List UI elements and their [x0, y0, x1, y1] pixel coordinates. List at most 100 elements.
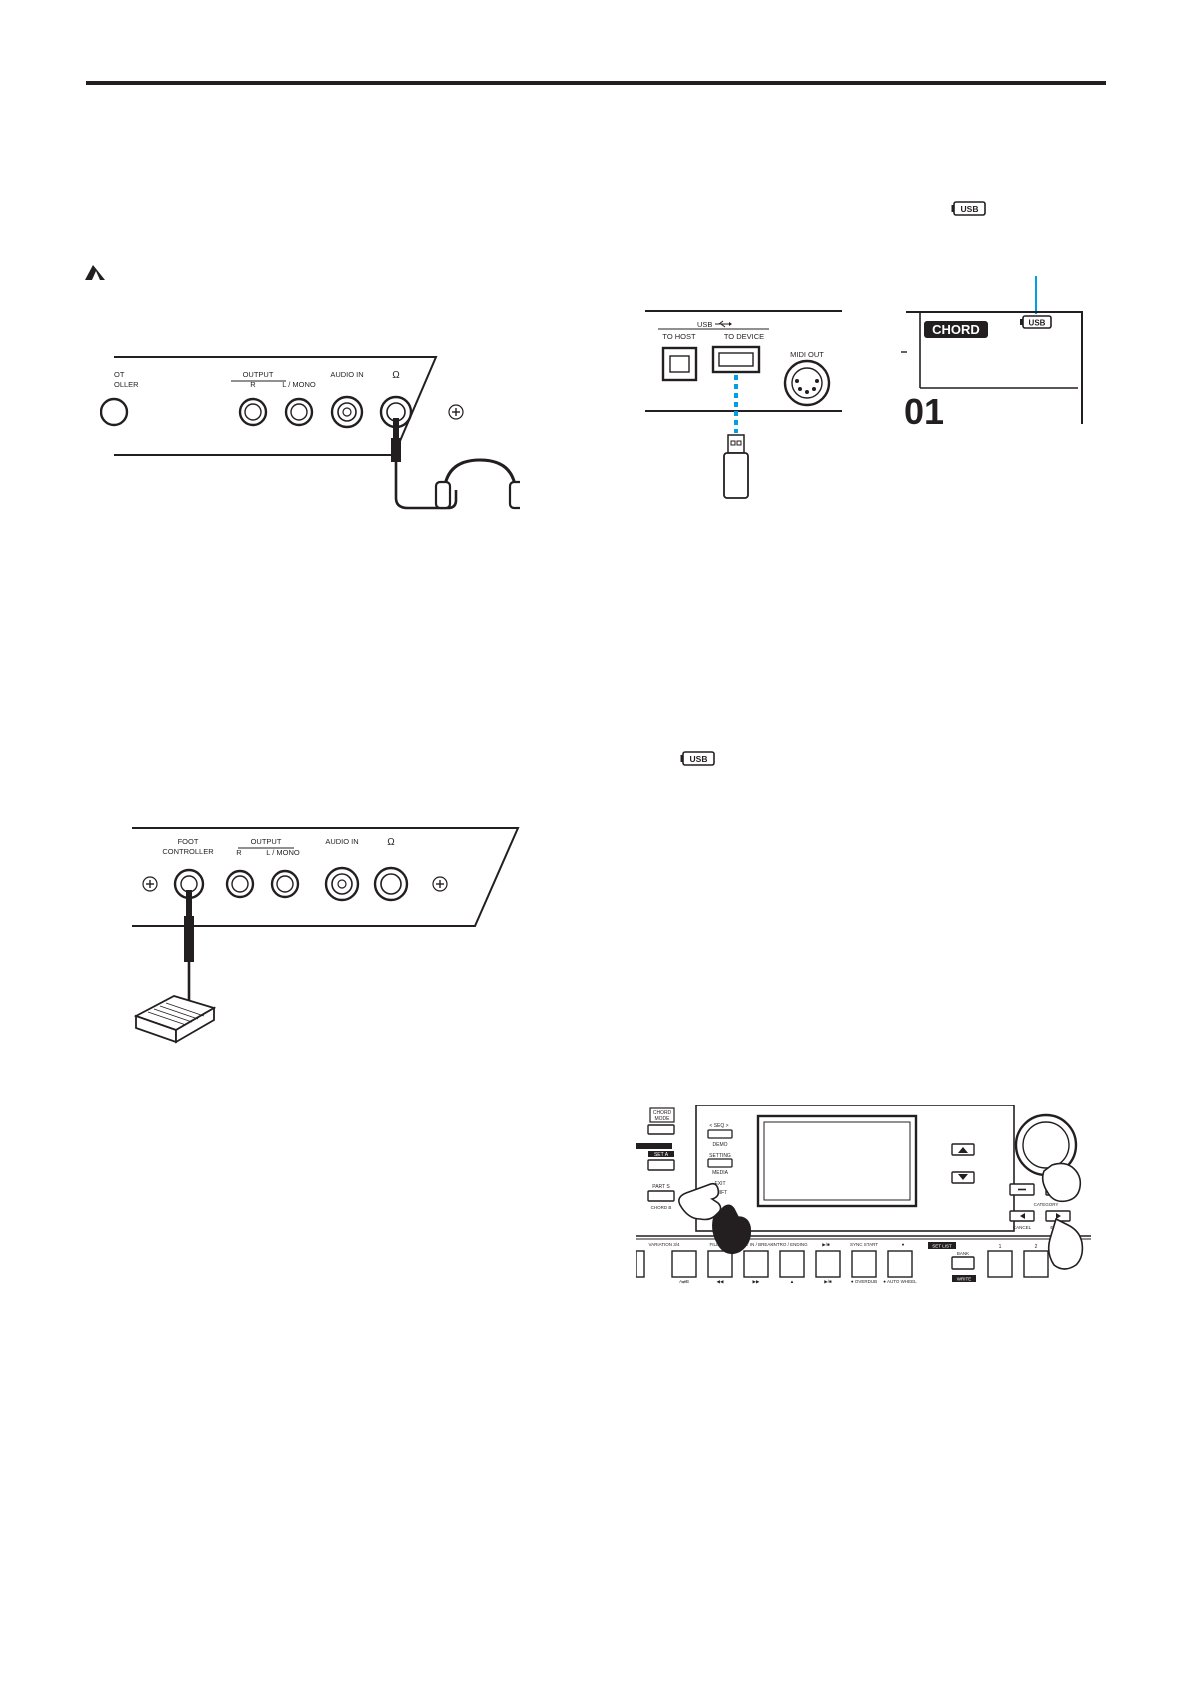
output-label: OUTPUT [243, 370, 274, 379]
bank-label: BANK [957, 1251, 969, 1256]
usb-label: USB [697, 320, 712, 329]
bank-button [951, 1256, 975, 1270]
fast-forward-label: ▶▶ [753, 1279, 760, 1284]
audio-in-jack [324, 866, 360, 902]
set-a-button [647, 1159, 675, 1171]
screw-icon [142, 876, 158, 892]
set-list-label: SET LIST [932, 1244, 952, 1249]
fill-button [707, 1250, 733, 1278]
usb-indicator-icon: USB [680, 751, 715, 766]
shift-label: SHIFT [713, 1190, 727, 1196]
chord-mode-label: MODE [655, 1116, 671, 1122]
category-label: CATEGORY [1034, 1202, 1059, 1207]
usb-device-port [711, 345, 761, 374]
chord-indicator: CHORD [924, 321, 988, 338]
variation-label: VARIATION 3/4 [648, 1242, 680, 1247]
pad-1-label: 1 [999, 1244, 1002, 1250]
output-label: OUTPUT [251, 837, 282, 846]
pad-1-button [987, 1250, 1013, 1278]
output-r-jack [238, 397, 268, 427]
foot-controller-partial-label: OLLER [114, 380, 139, 389]
chord-mode-label: CHORD [653, 1110, 672, 1116]
count-in-break-label: COUNT IN / BREAK [733, 1242, 774, 1247]
exit-label: EXIT [714, 1181, 725, 1187]
up-label: ▲ [790, 1279, 794, 1284]
foot-controller-label: CONTROLLER [162, 847, 214, 856]
usb-indicator-icon: USB [951, 201, 986, 216]
headphones-jack [379, 395, 413, 429]
sync-start-button [851, 1250, 877, 1278]
midi-out-label: MIDI OUT [790, 350, 824, 359]
cancel-label: CANCEL [1013, 1225, 1032, 1230]
usb-symbol-icon [715, 320, 732, 328]
header-rule [86, 81, 1106, 85]
screw-icon [448, 404, 464, 420]
record-button [887, 1250, 913, 1278]
pointing-hand-icon [712, 1204, 752, 1255]
play-stop-label: ▶/■ [824, 1279, 832, 1284]
l-mono-label: L / MONO [266, 848, 300, 857]
foot-controller-partial-label: OT [114, 370, 125, 379]
audio-in-label: AUDIO IN [330, 370, 363, 379]
headphones-jack [373, 866, 409, 902]
usb-host-port [661, 346, 698, 382]
part-s-label: PART S [652, 1184, 670, 1190]
display-digits: 01 [904, 391, 944, 426]
to-device-label: TO DEVICE [724, 332, 764, 341]
phones-symbol: Ω [392, 370, 400, 381]
screw-icon [432, 876, 448, 892]
down-arrow-icon [958, 1174, 968, 1180]
set-a-label: SET A [654, 1152, 669, 1158]
usb-indicator-icon: USB [1020, 315, 1052, 329]
pointing-hand-icon [678, 1182, 722, 1221]
foot-pedal-icon [133, 995, 217, 1044]
audio-in-label: AUDIO IN [325, 837, 358, 846]
r-label: R [236, 848, 242, 857]
chord-mode-button [647, 1124, 675, 1135]
output-l-mono-jack [284, 397, 314, 427]
display-figure: CHORD USB 01 [901, 276, 1083, 426]
pedal-connection-figure: FOOT CONTROLLER OUTPUT R L / MONO AUDIO … [132, 827, 520, 1044]
foot-controller-label: FOOT [178, 837, 199, 846]
usb-indicator-label: USB [1029, 319, 1046, 328]
fill-label: FILL [709, 1242, 719, 1247]
front-panel-figure: CHORD MODE SET A PART S CHORD B < SEQ > … [636, 1105, 1091, 1284]
phones-symbol: Ω [387, 837, 395, 848]
pointing-hand-icon [1041, 1162, 1082, 1203]
a-b-label: A⇄B [679, 1279, 689, 1284]
headphones-connection-figure: OT OLLER OUTPUT R L / MONO AUDIO IN Ω [100, 356, 520, 510]
pad-2-button [1023, 1250, 1049, 1278]
l-mono-label: L / MONO [282, 380, 316, 389]
seq-label: < SEQ > [709, 1123, 728, 1129]
auto-wheel-label: ● AUTO WHEEL [883, 1279, 917, 1284]
setting-button [707, 1158, 733, 1168]
write-label: WRITE [957, 1277, 972, 1282]
headphones-icon [434, 458, 520, 510]
audio-in-jack [330, 395, 364, 429]
foot-controller-jack [100, 397, 129, 427]
start-stop-label: ▶/■ [822, 1242, 830, 1247]
a-b-button [671, 1250, 697, 1278]
start-stop-button [815, 1250, 841, 1278]
usb-indicator-label: USB [690, 754, 708, 764]
output-l-mono-jack [270, 869, 300, 899]
seq-button [707, 1129, 733, 1139]
intro-ending-label: INTRO / ENDING [772, 1242, 808, 1247]
part-s-button [647, 1190, 675, 1202]
chord-b-label: CHORD B [651, 1205, 672, 1210]
media-label: MEDIA [712, 1170, 729, 1176]
pointing-hand-icon [1047, 1217, 1084, 1270]
usb-indicator-label: USB [961, 204, 979, 214]
midi-out-port [783, 359, 831, 407]
demo-label: DEMO [713, 1142, 728, 1148]
pad-2-label: 2 [1035, 1244, 1038, 1250]
count-in-button [743, 1250, 769, 1278]
intro-ending-button [779, 1250, 805, 1278]
usb-flash-drive-icon [723, 434, 749, 499]
up-arrow-icon [958, 1147, 968, 1153]
overdub-label: ● OVERDUB [851, 1279, 877, 1284]
to-host-label: TO HOST [662, 332, 696, 341]
setting-label: SETTING [709, 1153, 731, 1159]
sync-start-label: SYNC START [850, 1242, 878, 1247]
output-r-jack [225, 869, 255, 899]
